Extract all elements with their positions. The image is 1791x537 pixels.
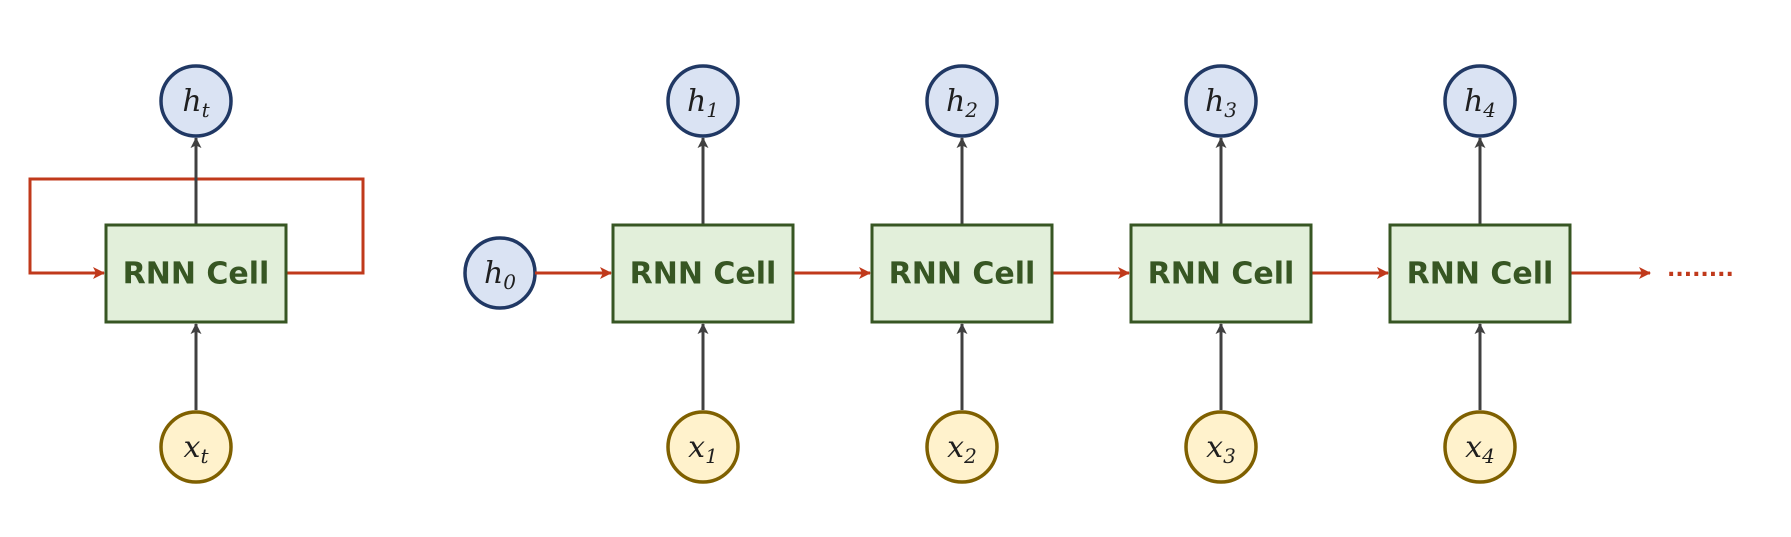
rnn-cell-box-3 <box>1129 223 1313 324</box>
input-node-4: x4 <box>1465 430 1495 469</box>
hidden-state-node-ht <box>159 64 233 138</box>
hidden-state-node-4-symbol: h <box>1464 84 1483 119</box>
input-node-4-circle <box>1443 410 1517 484</box>
hidden-state-node-2-subscript: 2 <box>964 98 978 122</box>
hidden-state-node-3-symbol: h <box>1205 84 1224 119</box>
input-node-2: x2 <box>947 430 977 469</box>
rnn-cell-label-4: RNN Cell <box>1407 257 1554 292</box>
hidden-state-node-1-symbol: h <box>687 84 706 119</box>
input-node-2-symbol: x <box>947 430 964 465</box>
hidden-state-node-4-circle <box>1443 64 1517 138</box>
rnn-cell-label-1: RNN Cell <box>630 257 777 292</box>
input-node-3-symbol: x <box>1206 430 1223 465</box>
hidden-state-node-3: h3 <box>1205 84 1237 123</box>
rnn-cell-label-2: RNN Cell <box>889 257 1036 292</box>
hidden-state-node-3-subscript: 3 <box>1224 98 1237 122</box>
folded-input-subscript: t <box>200 444 209 468</box>
initial-state-symbol: h <box>484 256 503 291</box>
input-node-1: x1 <box>688 430 718 469</box>
hidden-state-node-2-symbol: h <box>946 84 965 119</box>
hidden-state-node-4: h4 <box>1464 84 1496 123</box>
hidden-state-node-1-circle <box>666 64 740 138</box>
folded-rnn: RNN Cell ht xt <box>28 64 365 484</box>
rnn-cell-label-3: RNN Cell <box>1148 257 1295 292</box>
input-node-1-symbol: x <box>688 430 705 465</box>
folded-output-node: ht <box>159 64 233 138</box>
hidden-state-node-2-circle <box>925 64 999 138</box>
folded-input-node: xt <box>159 410 233 484</box>
svg-text:xt: xt <box>184 430 210 469</box>
input-node-3-circle <box>1184 410 1258 484</box>
svg-text:ht: ht <box>182 84 210 123</box>
input-node-2-circle <box>925 410 999 484</box>
folded-rnn-cell-box <box>104 223 288 324</box>
hidden-state-node-1: h1 <box>687 84 719 123</box>
rnn-cell-box-2 <box>870 223 1054 324</box>
input-node-4-symbol: x <box>1465 430 1482 465</box>
initial-state-subscript: 0 <box>503 270 516 294</box>
hidden-state-node-3-circle <box>1184 64 1258 138</box>
hidden-state-node-2: h2 <box>946 84 978 123</box>
folded-rnn-cell-label: RNN Cell <box>123 257 270 292</box>
input-node-3: x3 <box>1206 430 1236 469</box>
input-node-1-circle <box>666 410 740 484</box>
folded-rnn-cell: RNN Cell <box>104 223 288 324</box>
rnn-cell-box-1 <box>611 223 795 324</box>
folded-input-symbol: x <box>184 430 201 465</box>
folded-output-subscript: t <box>202 98 211 122</box>
input-node-2-subscript: 2 <box>963 444 977 468</box>
hidden-state-node-1-subscript: 1 <box>706 98 719 122</box>
hidden-state-node-4-subscript: 4 <box>1482 98 1496 122</box>
rnn-cell-box-4 <box>1388 223 1572 324</box>
folded-output-symbol: h <box>182 84 201 119</box>
input-node-1-subscript: 1 <box>705 444 718 468</box>
continuation-dots: ........ <box>1667 257 1734 282</box>
initial-state-node: h0 <box>463 236 537 310</box>
svg-text:h0: h0 <box>484 256 516 295</box>
input-node-3-subscript: 3 <box>1223 444 1236 468</box>
input-node-xt <box>159 410 233 484</box>
input-node-4-subscript: 4 <box>1481 444 1495 468</box>
